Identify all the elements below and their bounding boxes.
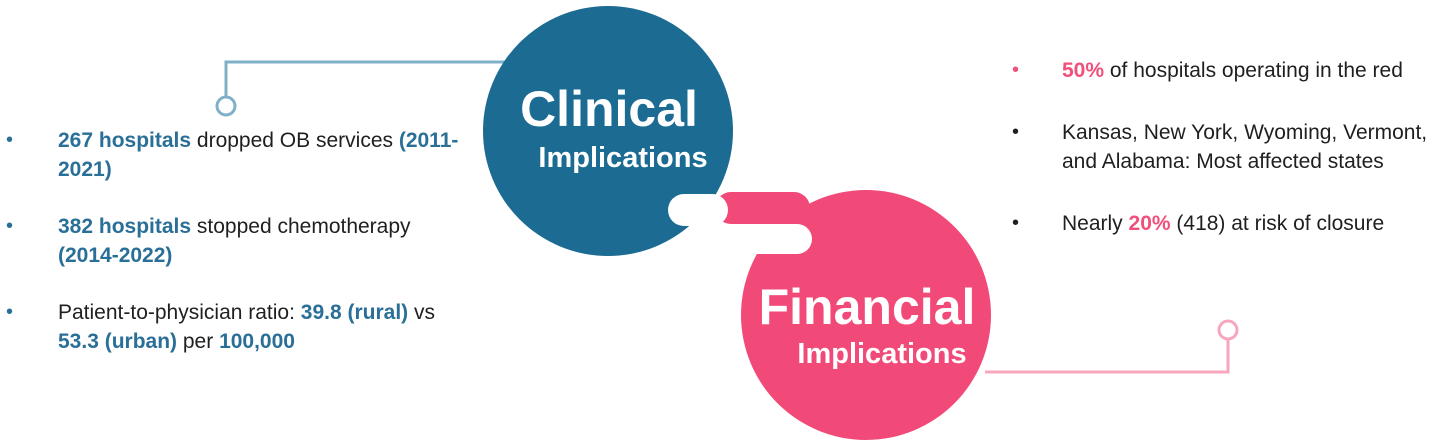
- highlight-text: (2014-2022): [58, 244, 173, 267]
- financial-subtitle: Implications: [797, 338, 966, 370]
- clinical-subtitle: Implications: [538, 142, 707, 174]
- body-text: per: [177, 330, 220, 353]
- clinical-implications-list: 267 hospitals dropped OB services (2011-…: [0, 126, 470, 384]
- list-item: 267 hospitals dropped OB services (2011-…: [0, 126, 470, 184]
- clinical-tab-cutout: [668, 194, 728, 226]
- clinical-connector-line: [224, 60, 505, 98]
- list-item: 382 hospitals stopped chemotherapy (2014…: [0, 212, 470, 270]
- body-text: Nearly: [1062, 212, 1129, 235]
- financial-connector-node: [1217, 319, 1239, 341]
- financial-implications-list: 50% of hospitals operating in the red Ka…: [1004, 56, 1454, 271]
- body-text: stopped chemotherapy: [191, 215, 411, 238]
- highlight-text: 20%: [1128, 212, 1171, 235]
- list-item: 50% of hospitals operating in the red: [1004, 56, 1454, 85]
- body-text: Kansas, New York, Wyoming, Vermont, and …: [1062, 121, 1428, 173]
- highlight-text: 39.8 (rural): [300, 301, 409, 324]
- list-item: Kansas, New York, Wyoming, Vermont, and …: [1004, 118, 1454, 176]
- financial-tab-cutout: [742, 224, 812, 254]
- body-text: dropped OB services: [191, 129, 399, 152]
- highlight-text: 100,000: [219, 330, 295, 353]
- highlight-text: 382 hospitals: [58, 215, 192, 238]
- body-text: (418) at risk of closure: [1170, 212, 1385, 235]
- highlight-text: (2011-2021): [58, 129, 459, 181]
- highlight-text: 53.3 (urban): [58, 330, 178, 353]
- body-text: of hospitals operating in the red: [1104, 59, 1403, 82]
- list-item: Patient-to-physician ratio: 39.8 (rural)…: [0, 298, 470, 356]
- body-text: Patient-to-physician ratio:: [58, 301, 301, 324]
- clinical-title: Clinical: [520, 81, 698, 137]
- body-text: vs: [408, 301, 436, 324]
- list-item: Nearly 20% (418) at risk of closure: [1004, 209, 1454, 238]
- financial-connector-line: [985, 338, 1230, 374]
- highlight-text: 50%: [1062, 59, 1105, 82]
- clinical-connector-node: [215, 95, 237, 117]
- financial-title: Financial: [759, 279, 976, 335]
- highlight-text: 267 hospitals: [58, 129, 192, 152]
